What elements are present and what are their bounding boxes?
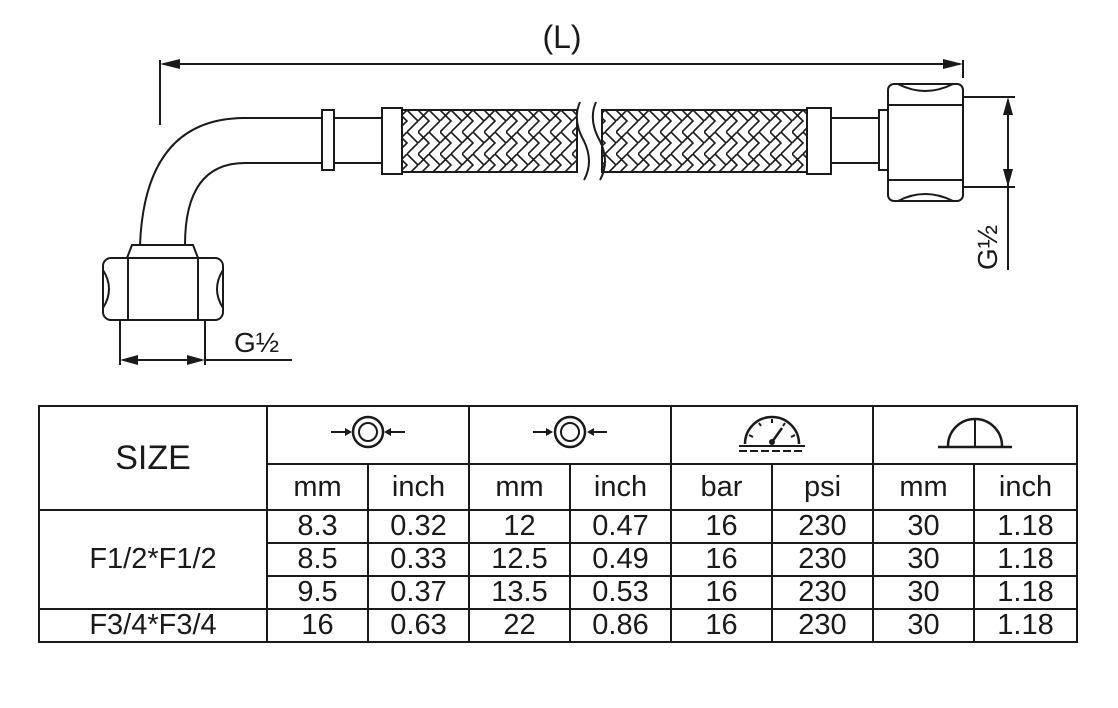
table-cell: 8.5 — [266, 542, 369, 577]
table-cell: 16 — [670, 542, 773, 577]
table-cell: 30 — [872, 509, 975, 544]
outer-diameter-icon — [533, 415, 607, 449]
braided-hose-left — [401, 109, 578, 173]
table-cell: 0.63 — [367, 608, 470, 643]
hose-break-mark — [575, 101, 606, 181]
right-thread-label: G½ — [972, 225, 1003, 270]
right-hex-nut — [887, 83, 964, 202]
elbow-pipe — [125, 117, 322, 259]
left-ferrule — [321, 107, 403, 175]
spec-table: SIZE — [38, 405, 1078, 643]
size-cell: F1/2*F1/2 — [38, 509, 268, 610]
table-cell: 30 — [872, 608, 975, 643]
table-cell: 12.5 — [468, 542, 571, 577]
table-cell: 9.5 — [266, 575, 369, 610]
unit-pressure-bar: bar — [670, 463, 773, 511]
table-cell: 1.18 — [973, 608, 1078, 643]
braided-hose-right — [601, 109, 808, 173]
pressure-header — [670, 405, 874, 465]
table-cell: 22 — [468, 608, 571, 643]
table-cell: 1.18 — [973, 575, 1078, 610]
table-cell: 16 — [670, 608, 773, 643]
right-thread-dimension — [963, 96, 1015, 270]
length-label: (L) — [542, 19, 581, 55]
table-cell: 16 — [670, 509, 773, 544]
table-cell: 30 — [872, 575, 975, 610]
table-cell: 0.53 — [569, 575, 672, 610]
table-cell: 0.32 — [367, 509, 470, 544]
icon-header-row: SIZE — [38, 405, 1078, 511]
bend-radius-icon — [938, 417, 1012, 449]
length-dimension — [159, 59, 964, 125]
table-cell: 1.18 — [973, 542, 1078, 577]
unit-outer-inch: inch — [569, 463, 672, 511]
left-thread-dimension — [120, 355, 292, 365]
unit-outer-mm: mm — [468, 463, 571, 511]
table-cell: 30 — [872, 542, 975, 577]
table-cell: 1.18 — [973, 509, 1078, 544]
table-cell: 0.33 — [367, 542, 470, 577]
table-cell: 16 — [670, 575, 773, 610]
size-header: SIZE — [38, 405, 268, 511]
table-cell: 230 — [771, 575, 874, 610]
outer-diameter-header — [468, 405, 672, 465]
unit-header-row: mm inch mm inch bar psi mm inch — [39, 463, 1078, 511]
table-cell: 230 — [771, 509, 874, 544]
left-hex-nut — [102, 257, 224, 365]
unit-inner-inch: inch — [367, 463, 470, 511]
table-row: F3/4*F3/4 16 0.63 22 0.86 16 230 30 1.18 — [38, 608, 1078, 643]
table-cell: 230 — [771, 542, 874, 577]
inner-diameter-icon — [331, 415, 405, 449]
bend-radius-header — [872, 405, 1078, 465]
unit-pressure-psi: psi — [771, 463, 874, 511]
hose-drawing: (L) G½ — [102, 19, 1015, 365]
unit-bend-mm: mm — [872, 463, 975, 511]
pressure-gauge-icon — [739, 415, 805, 452]
table-cell: 16 — [266, 608, 369, 643]
unit-inner-mm: mm — [266, 463, 369, 511]
table-cell: 230 — [771, 608, 874, 643]
table-cell: 0.37 — [367, 575, 470, 610]
unit-bend-inch: inch — [973, 463, 1078, 511]
table-cell: 0.49 — [569, 542, 672, 577]
size-cell: F3/4*F3/4 — [38, 608, 268, 643]
table-cell: 0.47 — [569, 509, 672, 544]
inner-diameter-header — [266, 405, 470, 465]
table-cell: 0.86 — [569, 608, 672, 643]
table-row: F1/2*F1/2 8.3 0.32 12 0.47 16 230 30 1.1… — [38, 509, 1078, 610]
table-row: 8.5 0.33 12.5 0.49 16 230 30 1.18 — [39, 542, 1078, 577]
left-thread-label: G½ — [234, 327, 279, 358]
table-row: 9.5 0.37 13.5 0.53 16 230 30 1.18 — [39, 575, 1078, 610]
right-ferrule — [806, 107, 890, 175]
table-cell: 12 — [468, 509, 571, 544]
table-cell: 13.5 — [468, 575, 571, 610]
table-cell: 8.3 — [266, 509, 369, 544]
